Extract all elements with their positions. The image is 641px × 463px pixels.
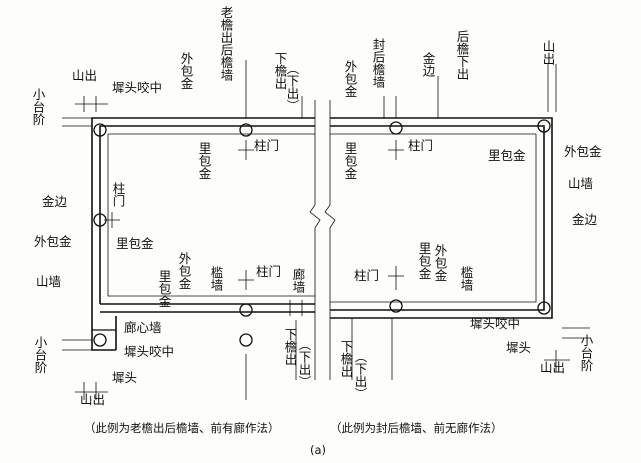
label-jian-qiang-left: 槛墙: [209, 265, 224, 292]
label-wai-bao-jin-bottom-right: 外包金: [433, 244, 448, 282]
column-circle: [239, 303, 253, 317]
column-circle: [93, 123, 107, 137]
label-xia-chu-top: （下出）: [285, 62, 300, 112]
label-li-bao-jin-bottom-right: 里包金: [417, 242, 432, 280]
label-xia-yan-chu-bottom-left: 下檐出: [283, 328, 298, 366]
label-wai-bao-jin-top-right: 外包金: [343, 60, 358, 98]
label-xiao-tai-jie-top-left: 小台阶: [31, 88, 46, 126]
label-jian-qiang-right: 槛墙: [459, 265, 474, 292]
label-xiao-tai-jie-bottom-right: 小台阶: [579, 334, 594, 372]
column-circle: [389, 121, 403, 135]
label-li-bao-jin-left: 里包金: [116, 236, 154, 251]
column-circle: [93, 333, 107, 347]
label-lang-qiang: 廊墙: [291, 267, 306, 294]
column-circle: [537, 119, 551, 133]
label-jin-bian-right: 金边: [572, 212, 598, 227]
column-circle: [389, 299, 403, 313]
caption-figure: (a): [310, 443, 326, 457]
label-wai-bao-jin-bottom-left: 外包金: [177, 252, 192, 290]
label-li-bao-jin-interior-top-left: 里包金: [197, 142, 212, 180]
label-shan-qiang-right: 山墙: [568, 176, 593, 191]
column-circle: [537, 301, 551, 315]
label-shan-qiang-left: 山墙: [36, 274, 61, 289]
column-circle: [239, 333, 253, 347]
label-wai-bao-jin-right: 外包金: [564, 144, 602, 159]
column-circle: [239, 123, 253, 137]
label-shan-chu-top-right: 山出: [541, 40, 556, 65]
label-xia-chu-bottom-left: （下出）: [297, 338, 312, 388]
label-zhu-men-bottom-right: 柱门: [354, 268, 379, 283]
label-li-bao-jin-right: 里包金: [488, 148, 526, 163]
label-jin-bian-top: 金边: [421, 51, 436, 78]
label-lang-xin-qiang: 廊心墙: [124, 320, 162, 335]
label-hou-yan-xia-chu: 后檐下出: [455, 30, 470, 80]
label-wai-bao-jin-top-left: 外包金: [179, 52, 194, 90]
label-zhu-men-top-left: 柱门: [254, 138, 279, 153]
label-zhu-men-bottom-left: 柱门: [256, 264, 281, 279]
label-xia-yan-chu-bottom-right: 下檐出: [339, 340, 354, 378]
label-feng-hou-yan-qiang: 封后檐墙: [371, 38, 386, 89]
label-xiao-tai-jie-bottom-left: 小台阶: [33, 336, 48, 374]
label-jin-bian-left: 金边: [42, 194, 68, 209]
label-lao-yan-chu-hou-yan-qiang: 老檐出后檐墙: [219, 6, 234, 82]
label-shan-chu-top-left: 山出: [72, 68, 97, 83]
label-tou-yao-zhong-bottom-right: 墀头咬中: [470, 316, 520, 331]
label-wai-bao-jin-left: 外包金: [34, 234, 72, 249]
caption-right: （此例为封后檐墙、前无廊作法）: [330, 421, 503, 435]
label-xia-chu-bottom-right: （下出）: [353, 350, 368, 400]
label-tou-yao-zhong-top-left: 墀头咬中: [112, 80, 162, 95]
label-tou-yao-zhong-bottom-left: 墀头咬中: [124, 344, 174, 359]
dimension-lines: [62, 60, 590, 400]
label-zhu-men-left: 柱门: [111, 181, 126, 207]
inner-lines: [107, 133, 537, 303]
label-shan-chu-bottom-right: 山出: [540, 360, 565, 375]
label-chi-tou-bottom-right: 墀头: [506, 340, 531, 355]
label-zhu-men-top-right: 柱门: [408, 138, 433, 153]
label-li-bao-jin-interior-top-right: 里包金: [343, 142, 358, 180]
columns: [93, 119, 551, 347]
caption-left: （此例为老檐出后檐墙、前有廊作法）: [84, 421, 280, 435]
label-li-bao-jin-bottom-left: 里包金: [157, 270, 172, 308]
label-xia-yan-chu-top: 下檐出: [273, 52, 288, 90]
outer-wall: [91, 117, 553, 351]
label-shan-chu-bottom-left: 山出: [80, 392, 105, 407]
label-chi-tou-bottom-left: 墀头: [112, 370, 137, 385]
break-line: [309, 100, 336, 380]
